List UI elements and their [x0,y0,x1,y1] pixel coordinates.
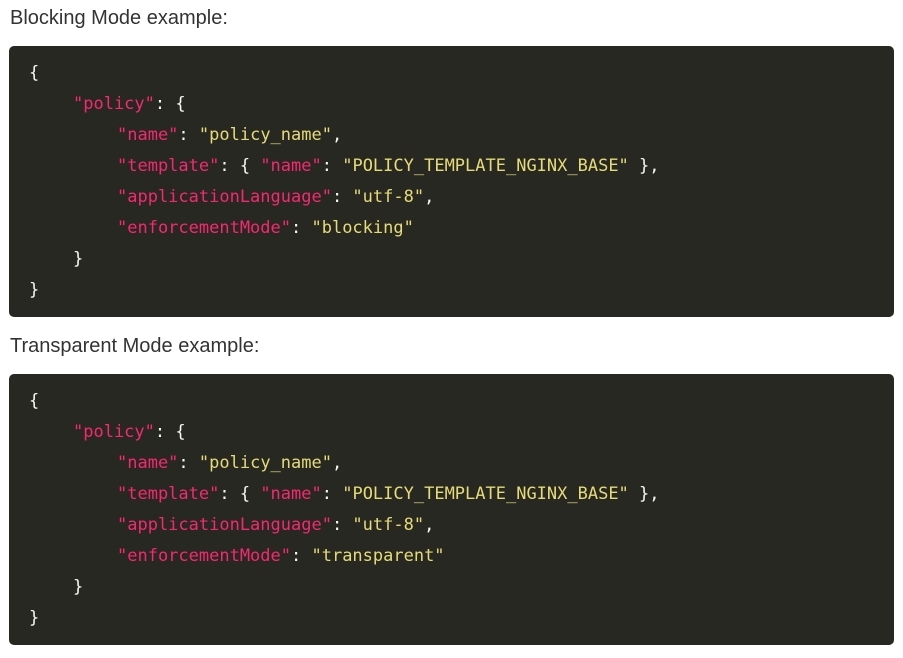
template-key: "template" [117,156,220,176]
name-key: "name" [117,453,179,473]
template-key: "template" [117,484,220,504]
name-value: "policy_name" [198,125,332,145]
application-language-value: "utf-8" [352,187,425,207]
code-line: } [29,575,83,599]
code-line: } [29,247,83,271]
code-line: "name": "policy_name", [117,453,343,473]
policy-key: "policy" [73,422,155,442]
code-line: "applicationLanguage": "utf-8", [117,187,435,207]
code-line: "template": { "name": "POLICY_TEMPLATE_N… [117,156,660,176]
template-name-key: "name" [260,156,322,176]
blocking-mode-code-block[interactable]: { "policy": { "name": "policy_name", "te… [9,46,894,317]
template-name-value: "POLICY_TEMPLATE_NGINX_BASE" [342,484,629,504]
template-name-key: "name" [260,484,322,504]
enforcement-mode-value: "blocking" [311,218,414,238]
template-name-value: "POLICY_TEMPLATE_NGINX_BASE" [342,156,629,176]
code-line: } [29,278,39,302]
open-brace: { [29,391,40,411]
code-line: { [29,61,39,85]
application-language-key: "applicationLanguage" [117,515,332,535]
enforcement-mode-key: "enforcementMode" [117,218,291,238]
blocking-mode-caption: Blocking Mode example: [10,7,228,29]
code-line: "applicationLanguage": "utf-8", [117,515,435,535]
transparent-mode-caption: Transparent Mode example: [10,335,260,357]
code-line: "enforcementMode": "transparent" [117,546,445,566]
transparent-mode-code-block[interactable]: { "policy": { "name": "policy_name", "te… [9,374,894,645]
application-language-key: "applicationLanguage" [117,187,332,207]
inner-close-brace: } [73,577,84,597]
name-value: "policy_name" [198,453,332,473]
close-brace: } [29,608,40,628]
code-line: "policy": { [73,422,186,442]
code-line: "policy": { [73,94,186,114]
enforcement-mode-value: "transparent" [311,546,445,566]
application-language-value: "utf-8" [352,515,425,535]
code-line: { [29,389,39,413]
code-line: "template": { "name": "POLICY_TEMPLATE_N… [117,484,660,504]
policy-key: "policy" [73,94,155,114]
code-line: "enforcementMode": "blocking" [117,218,414,238]
code-line: "name": "policy_name", [117,125,343,145]
inner-close-brace: } [73,249,84,269]
enforcement-mode-key: "enforcementMode" [117,546,291,566]
name-key: "name" [117,125,179,145]
close-brace: } [29,280,40,300]
open-brace: { [29,63,40,83]
code-line: } [29,606,39,630]
